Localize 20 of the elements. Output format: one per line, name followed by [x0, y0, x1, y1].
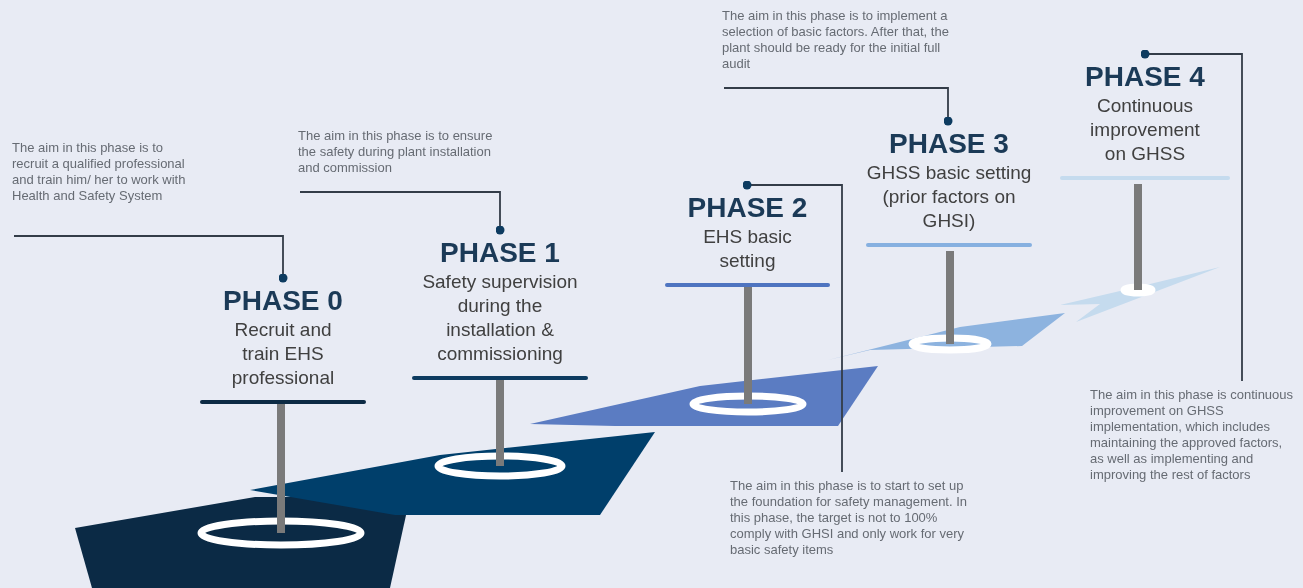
- leader-line: [1140, 49, 1243, 382]
- leader-line: [723, 87, 953, 126]
- phase-title: PHASE 0: [223, 284, 343, 318]
- aim-description: The aim in this phase is to ensure the safety during plant installation and commission: [298, 128, 513, 176]
- phase-description: Safety supervision during the installation & commissioning: [421, 270, 579, 366]
- phase-title: PHASE 3: [889, 127, 1009, 161]
- phase-title: PHASE 4: [1085, 60, 1205, 94]
- leader-line: [742, 180, 843, 473]
- phase-title: PHASE 2: [687, 191, 808, 225]
- aim-description: The aim in this phase is to recruit a qualified professional and train him/ her to work with Health and Safety System: [12, 140, 190, 204]
- phase-title: PHASE 1: [440, 236, 560, 270]
- leader-line: [299, 191, 505, 235]
- phase-description: GHSS basic setting (prior factors on GHSI): [866, 161, 1032, 233]
- phase-description: EHS basic setting: [702, 225, 793, 273]
- aim-description: The aim in this phase is continuous improvement on GHSS implementation, which includes maintaining the approved factors, as well as implementing and improving the rest of factors: [1090, 387, 1295, 483]
- leader-line: [13, 235, 288, 283]
- aim-description: The aim in this phase is to implement a selection of basic factors. After that, the plant should be ready for the initial full audit: [722, 8, 972, 72]
- phase-description: Recruit and train EHS professional: [230, 318, 336, 390]
- aim-description: The aim in this phase is to start to set up the foundation for safety management. In this phase, the target is not to 100% comply with GHSI and only work for very basic safety items: [730, 478, 975, 558]
- phase-description: Continuous improvement on GHSS: [1089, 94, 1201, 166]
